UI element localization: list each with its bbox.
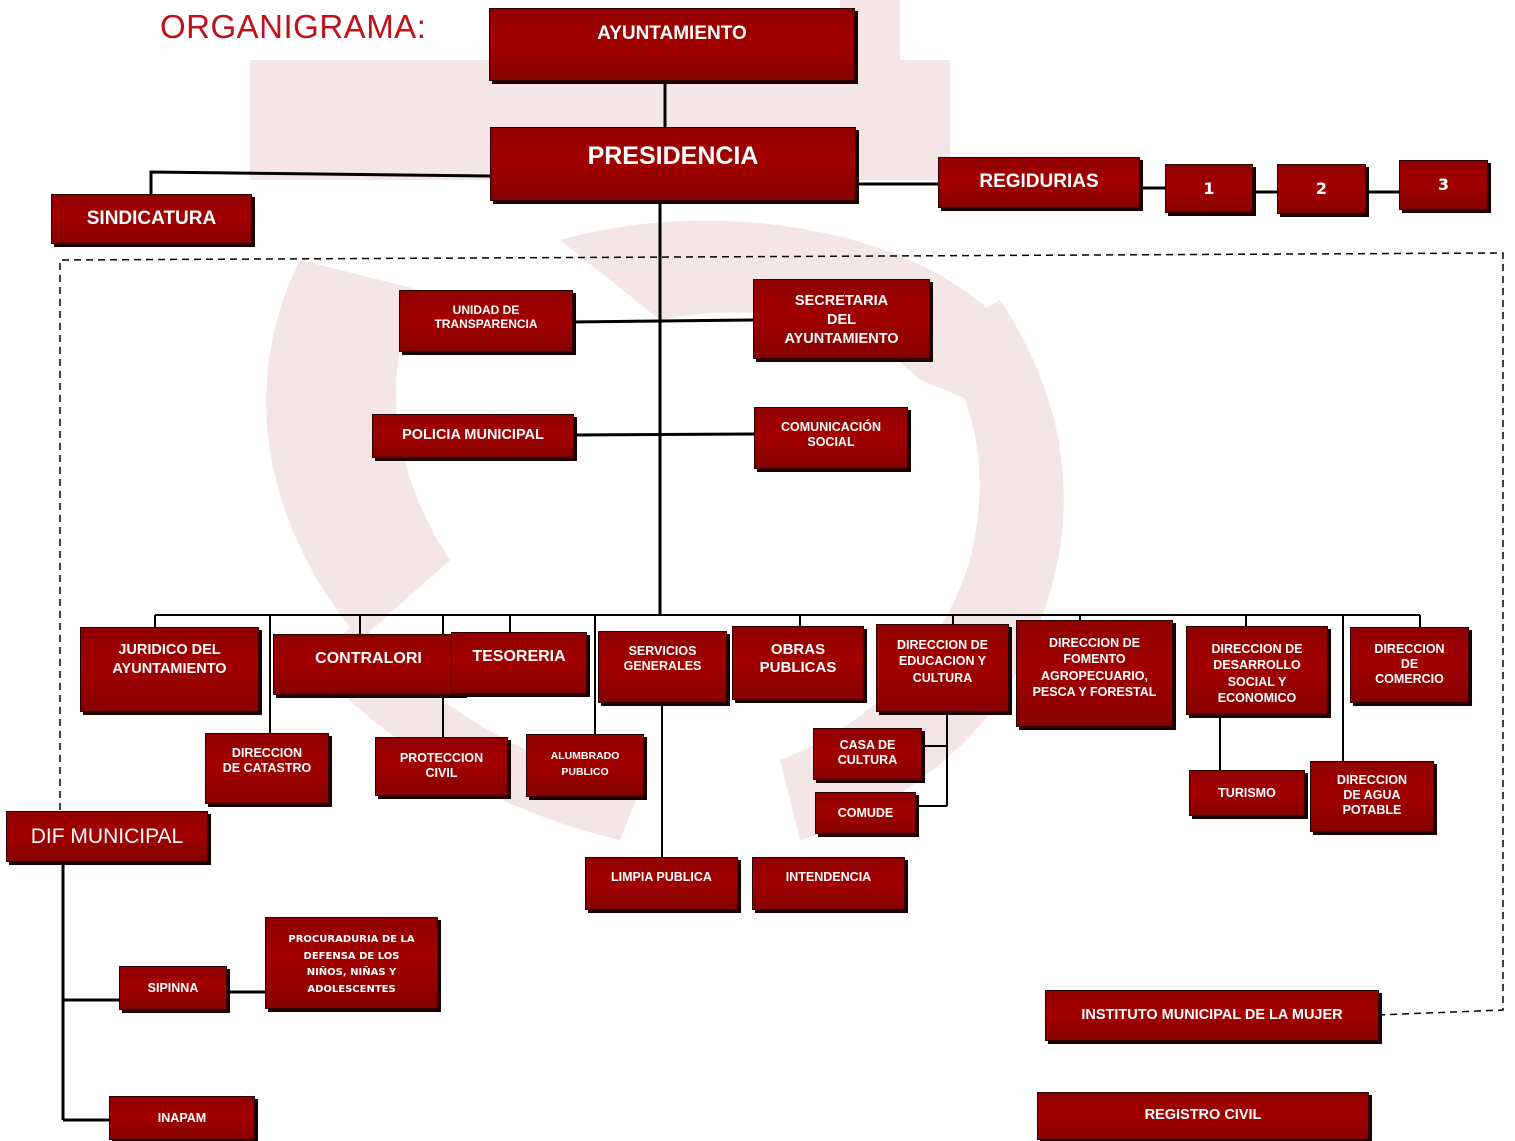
node-inapam[interactable]: INAPAM	[109, 1096, 255, 1140]
node-regiduria-2-label: 2	[1315, 179, 1328, 199]
node-procuraduria-label: PROCURADURIA DE LA DEFENSA DE LOS NIÑOS,…	[288, 934, 415, 995]
node-inapam-label: INAPAM	[157, 1110, 207, 1125]
node-obras-publicas[interactable]: OBRAS PUBLICAS	[732, 626, 864, 700]
node-policia-label: POLICIA MUNICIPAL	[402, 427, 544, 444]
node-servicios-generales[interactable]: SERVICIOS GENERALES	[598, 631, 727, 703]
node-ayuntamiento-label: AYUNTAMIENTO	[597, 23, 747, 44]
node-sindicatura[interactable]: SINDICATURA	[51, 194, 252, 244]
node-secretaria[interactable]: SECRETARIA DEL AYUNTAMIENTO	[753, 279, 930, 359]
node-comunicacion[interactable]: COMUNICACIÓN SOCIAL	[754, 407, 908, 469]
node-comude[interactable]: COMUDE	[815, 792, 916, 834]
node-regiduria-2[interactable]: 2	[1277, 164, 1366, 214]
node-regiduria-3[interactable]: 3	[1399, 160, 1488, 210]
node-catastro-label: DIRECCION DE CATASTRO	[222, 746, 312, 775]
node-turismo-label: TURISMO	[1218, 785, 1276, 800]
node-intendencia[interactable]: INTENDENCIA	[752, 857, 905, 910]
node-procuraduria[interactable]: PROCURADURIA DE LA DEFENSA DE LOS NIÑOS,…	[265, 917, 438, 1009]
node-juridico-label: JURIDICO DEL AYUNTAMIENTO	[112, 642, 227, 677]
node-comunicacion-label: COMUNICACIÓN SOCIAL	[781, 420, 881, 449]
node-educacion-cultura-label: DIRECCION DE EDUCACION Y CULTURA	[897, 638, 988, 685]
node-educacion-cultura[interactable]: DIRECCION DE EDUCACION Y CULTURA	[876, 624, 1009, 712]
node-policia[interactable]: POLICIA MUNICIPAL	[372, 414, 574, 458]
node-presidencia-label: PRESIDENCIA	[587, 142, 759, 170]
node-intendencia-label: INTENDENCIA	[785, 870, 872, 884]
node-secretaria-label: SECRETARIA DEL AYUNTAMIENTO	[784, 293, 899, 347]
node-comude-label: COMUDE	[837, 805, 894, 820]
node-regidurias-label: REGIDURIAS	[979, 171, 1099, 193]
node-registro-civil[interactable]: REGISTRO CIVIL	[1037, 1092, 1369, 1140]
node-regiduria-3-label: 3	[1437, 175, 1450, 195]
node-fomento-agropecuario[interactable]: DIRECCION DE FOMENTO AGROPECUARIO, PESCA…	[1016, 620, 1173, 727]
node-juridico[interactable]: JURIDICO DEL AYUNTAMIENTO	[80, 627, 259, 712]
node-regiduria-1-label: 1	[1203, 178, 1215, 198]
node-tesoreria-label: TESORERIA	[472, 648, 566, 665]
node-turismo[interactable]: TURISMO	[1189, 770, 1305, 816]
node-regidurias[interactable]: REGIDURIAS	[938, 157, 1140, 208]
node-proteccion-civil-label: PROTECCION CIVIL	[399, 751, 484, 780]
node-sindicatura-label: SINDICATURA	[86, 207, 217, 229]
node-dif-municipal-label: DIF MUNICIPAL	[30, 824, 184, 848]
node-instituto-mujer[interactable]: INSTITUTO MUNICIPAL DE LA MUJER	[1045, 990, 1379, 1041]
node-contralori[interactable]: CONTRALORI	[273, 634, 464, 695]
node-limpia-publica-label: LIMPIA PUBLICA	[611, 870, 712, 884]
node-presidencia[interactable]: PRESIDENCIA	[490, 127, 856, 201]
node-desarrollo-social[interactable]: DIRECCION DE DESARROLLO SOCIAL Y ECONOMI…	[1186, 626, 1328, 715]
node-casa-cultura-label: CASA DE CULTURA	[837, 738, 898, 767]
node-comercio[interactable]: DIRECCION DE COMERCIO	[1350, 627, 1469, 703]
node-ayuntamiento[interactable]: AYUNTAMIENTO	[489, 8, 855, 81]
node-unidad-transparencia-label: UNIDAD DE TRANSPARENCIA	[434, 303, 538, 332]
node-proteccion-civil[interactable]: PROTECCION CIVIL	[375, 737, 508, 796]
node-limpia-publica[interactable]: LIMPIA PUBLICA	[585, 857, 738, 910]
node-agua-potable[interactable]: DIRECCION DE AGUA POTABLE	[1310, 761, 1434, 832]
diagram-title: ORGANIGRAMA:	[160, 8, 427, 45]
node-alumbrado-publico-label: ALUMBRADO PUBLICO	[550, 750, 620, 778]
node-contralori-label: CONTRALORI	[315, 650, 422, 667]
node-servicios-generales-label: SERVICIOS GENERALES	[623, 644, 702, 673]
node-desarrollo-social-label: DIRECCION DE DESARROLLO SOCIAL Y ECONOMI…	[1211, 642, 1303, 705]
node-agua-potable-label: DIRECCION DE AGUA POTABLE	[1336, 773, 1408, 817]
node-instituto-mujer-label: INSTITUTO MUNICIPAL DE LA MUJER	[1081, 1006, 1343, 1023]
node-alumbrado-publico[interactable]: ALUMBRADO PUBLICO	[526, 734, 644, 797]
node-comercio-label: DIRECCION DE COMERCIO	[1374, 642, 1445, 686]
node-unidad-transparencia[interactable]: UNIDAD DE TRANSPARENCIA	[399, 290, 573, 352]
node-regiduria-1[interactable]: 1	[1165, 164, 1253, 213]
node-catastro[interactable]: DIRECCION DE CATASTRO	[205, 733, 329, 804]
node-obras-publicas-label: OBRAS PUBLICAS	[759, 641, 837, 676]
node-casa-cultura[interactable]: CASA DE CULTURA	[813, 728, 922, 780]
node-registro-civil-label: REGISTRO CIVIL	[1144, 1107, 1262, 1124]
node-fomento-agropecuario-label: DIRECCION DE FOMENTO AGROPECUARIO, PESCA…	[1032, 636, 1157, 699]
node-dif-municipal[interactable]: DIF MUNICIPAL	[6, 811, 208, 862]
node-tesoreria[interactable]: TESORERIA	[451, 632, 587, 694]
node-sipinna-label: SIPINNA	[147, 980, 199, 995]
node-sipinna[interactable]: SIPINNA	[119, 966, 227, 1010]
